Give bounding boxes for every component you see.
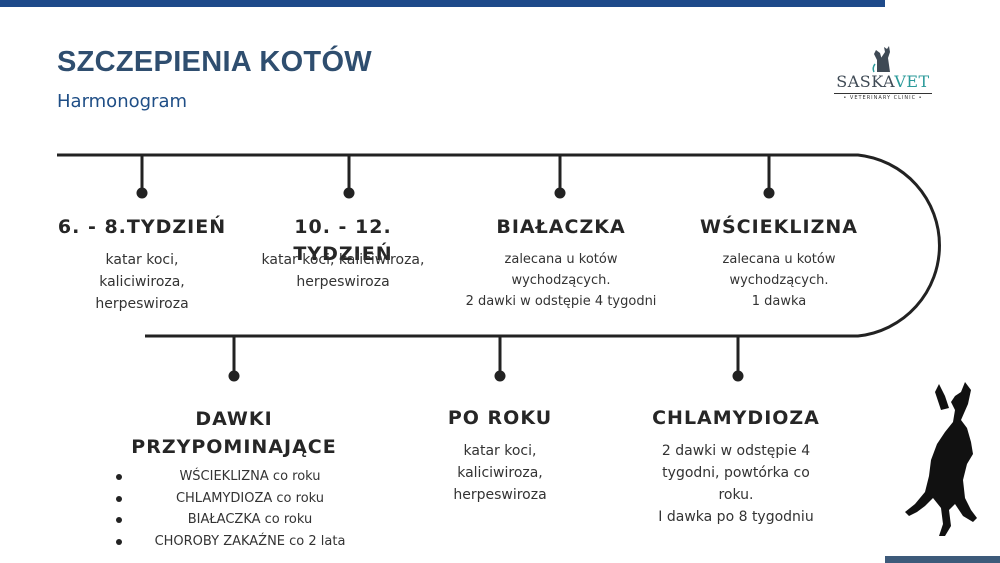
description-line: wychodzących. — [511, 273, 611, 288]
saskavet-logo: SASKAVET • VETERINARY CLINIC • — [828, 44, 938, 106]
logo-name-part1: SASKA — [836, 72, 895, 91]
description-line: herpeswiroza — [296, 274, 390, 290]
description-line: katar koci, kaliciwiroza, — [261, 252, 425, 268]
bottom-accent-bar — [885, 556, 1000, 563]
milestone-description: katar koci, kaliciwiroza, herpeswiroza — [420, 440, 580, 506]
heading-line: DAWKI — [195, 408, 273, 430]
list-item: WŚCIEKLIZNA co roku — [110, 466, 380, 488]
description-line: herpeswiroza — [453, 487, 547, 503]
milestone-description: zalecana u kotów wychodzących. 2 dawki w… — [451, 249, 671, 312]
timeline-markers-top — [136, 155, 775, 199]
timeline-markers-bottom — [228, 336, 744, 382]
milestone-heading: PO ROKU — [447, 407, 553, 429]
milestone-description: katar koci, kaliciwiroza, herpeswiroza — [52, 249, 232, 315]
page-subtitle: Harmonogram — [57, 91, 188, 112]
cat-dog-logo-icon — [872, 46, 890, 73]
list-item: CHOROBY ZAKAŹNE co 2 lata — [110, 531, 380, 553]
description-line: zalecana u kotów — [504, 252, 618, 267]
page-title: SZCZEPIENIA KOTÓW — [57, 46, 372, 78]
logo-tagline: • VETERINARY CLINIC • — [843, 95, 923, 101]
booster-list: WŚCIEKLIZNA co roku CHLAMYDIOZA co roku … — [110, 466, 380, 552]
description-line: 2 dawki w odstępie 4 tygodni — [465, 294, 657, 309]
list-item: BIAŁACZKA co roku — [110, 509, 380, 531]
description-line: roku. — [718, 487, 754, 503]
description-line: kaliciwiroza, — [99, 274, 185, 290]
description-line: katar koci, — [463, 443, 537, 459]
milestone-description: katar koci, kaliciwiroza, herpeswiroza — [241, 249, 445, 293]
heading-line: PRZYPOMINAJĄCE — [131, 436, 337, 458]
description-line: 2 dawki w odstępie 4 — [661, 443, 811, 459]
cat-silhouette-icon — [905, 382, 977, 536]
milestone-heading: BIAŁACZKA — [496, 216, 626, 238]
milestone-description: zalecana u kotów wychodzących. 1 dawka — [689, 249, 869, 312]
milestone-description: 2 dawki w odstępie 4 tygodni, powtórka c… — [626, 440, 846, 528]
milestone-heading: DAWKI PRZYPOMINAJĄCE — [114, 405, 354, 461]
logo-name-part2: VET — [894, 72, 930, 91]
description-line: herpeswiroza — [95, 296, 189, 312]
milestone-heading: CHLAMYDIOZA — [652, 407, 820, 429]
description-line: wychodzących. — [729, 273, 829, 288]
list-item: CHLAMYDIOZA co roku — [110, 488, 380, 510]
description-line: zalecana u kotów — [722, 252, 836, 267]
logo-wordmark: SASKAVET — [828, 72, 938, 91]
milestone-heading: 10. - 12. TYDZIEŃ — [293, 216, 393, 265]
milestone-heading: WŚCIEKLIZNA — [700, 216, 858, 238]
description-line: kaliciwiroza, — [457, 465, 543, 481]
description-line: katar koci, — [105, 252, 179, 268]
description-line: tygodni, powtórka co — [662, 465, 810, 481]
description-line: 1 dawka — [751, 294, 807, 309]
description-line: I dawka po 8 tygodniu — [658, 509, 814, 525]
milestone-heading: 6. - 8.TYDZIEŃ — [57, 216, 227, 238]
top-accent-bar — [0, 0, 885, 7]
logo-divider — [834, 93, 932, 94]
